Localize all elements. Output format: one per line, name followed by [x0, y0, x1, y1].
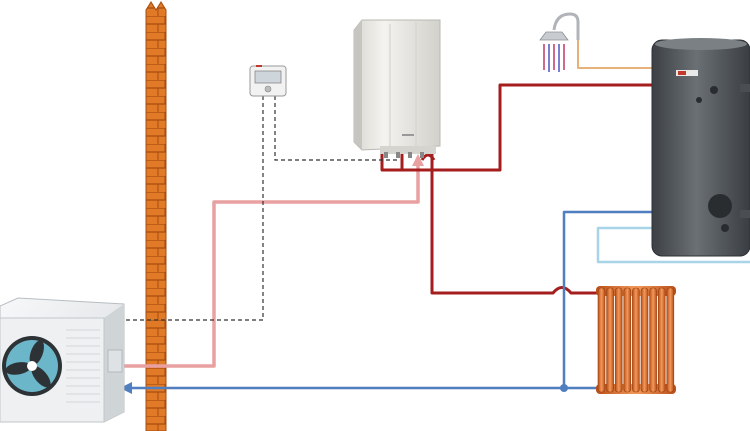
shower-supply-pipe	[577, 18, 655, 69]
warm-return-pipe	[122, 162, 420, 368]
warm-pipe-arrow	[412, 154, 424, 166]
radiator-fin	[632, 287, 640, 393]
control-wiring	[122, 96, 398, 321]
radiator-fin	[649, 287, 657, 393]
return-junction	[560, 384, 568, 392]
brick-wall-icon	[145, 1, 167, 431]
radiator-fin	[640, 287, 649, 393]
wall-boiler-icon	[353, 19, 441, 158]
radiator-fin	[614, 287, 623, 393]
dhw-cold-pipe	[596, 226, 750, 264]
hot-radiator-flow-pipe	[430, 152, 600, 295]
hot-tank-flow-pipe	[380, 83, 655, 172]
radiator-icon	[596, 286, 676, 394]
pipe-network	[120, 18, 750, 394]
cold-return-pipe	[128, 210, 655, 390]
radiator-fin	[606, 287, 614, 393]
radiator-fin	[657, 287, 666, 393]
hot-water-cylinder-icon	[651, 38, 750, 257]
radiator-fin	[597, 287, 606, 393]
radiator-fin	[666, 287, 675, 393]
cold-pipe-arrow	[120, 382, 132, 394]
radiator-fin	[623, 287, 632, 393]
thermostat-icon	[249, 65, 287, 97]
outdoor-heat-pump-icon	[0, 297, 125, 423]
shower-icon	[539, 12, 580, 72]
